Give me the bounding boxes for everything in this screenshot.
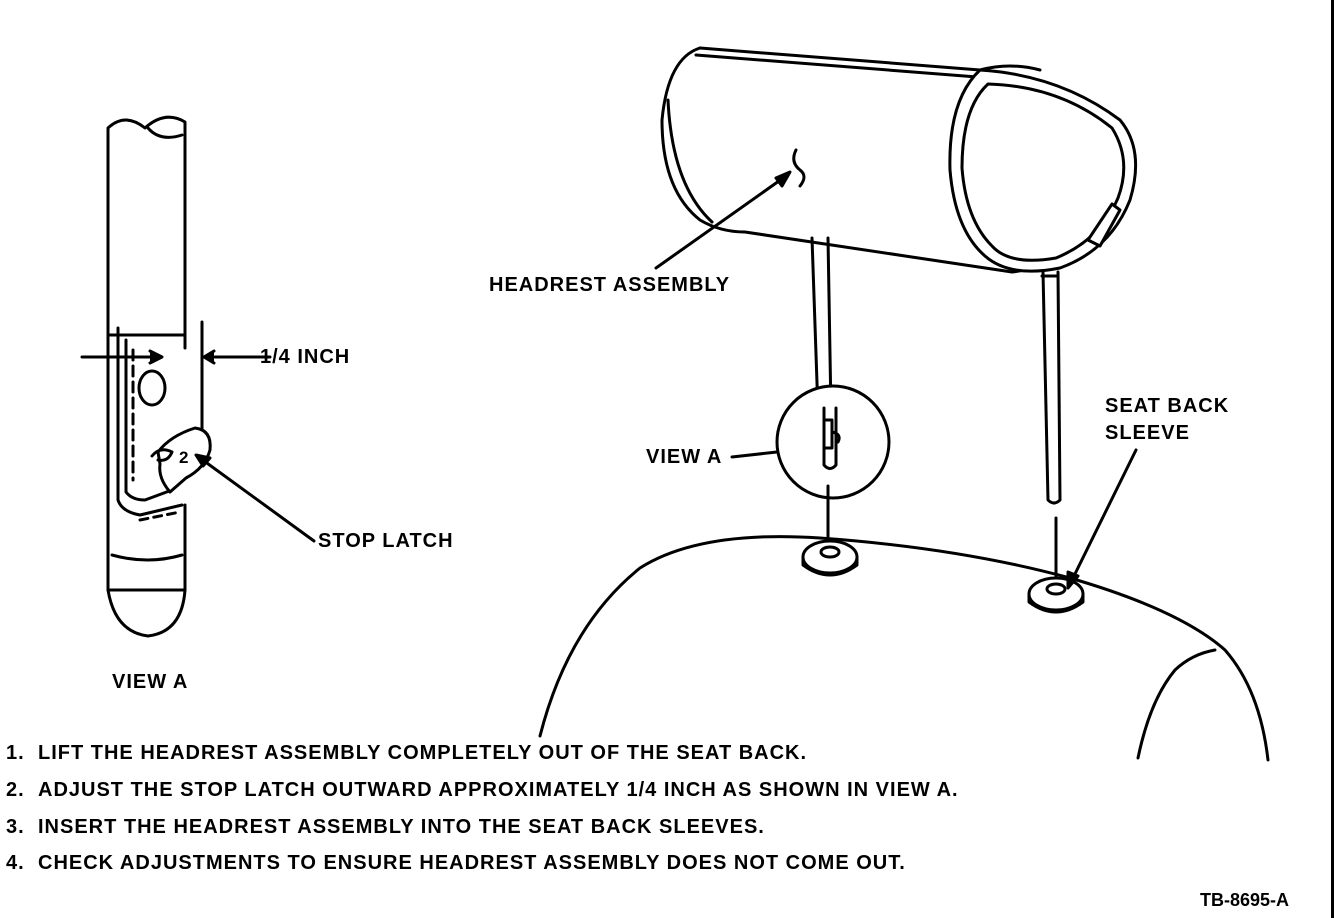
figure-id: TB-8695-A bbox=[1200, 890, 1290, 910]
seat-back-outline bbox=[538, 535, 1270, 762]
right-border-rule bbox=[1331, 0, 1334, 918]
seat-back-sleeve-label-line1: SEAT BACK bbox=[1105, 395, 1230, 417]
seat-back-sleeve-label-line2: SLEEVE bbox=[1105, 422, 1190, 444]
view-a-callout-circle bbox=[730, 384, 891, 500]
latch-mark-label: 2 bbox=[179, 448, 190, 467]
step-number: 3. bbox=[6, 816, 25, 838]
seat-back-sleeve-leader bbox=[1066, 448, 1138, 590]
step-3: 3. INSERT THE HEADREST ASSEMBLY INTO THE … bbox=[6, 815, 765, 839]
step-number: 4. bbox=[6, 852, 25, 874]
step-text: INSERT THE HEADREST ASSEMBLY INTO THE SE… bbox=[38, 816, 765, 838]
step-number: 2. bbox=[6, 779, 25, 801]
step-2: 2. ADJUST THE STOP LATCH OUTWARD APPROXIM… bbox=[6, 778, 959, 802]
right-seat-back-sleeve bbox=[1027, 576, 1085, 614]
headrest-assembly-label: HEADREST ASSEMBLY bbox=[489, 274, 731, 296]
view-a-post-detail bbox=[106, 115, 212, 638]
headrest-assembly-drawing bbox=[660, 46, 1138, 505]
stop-latch-label: STOP LATCH bbox=[318, 530, 454, 552]
step-text: LIFT THE HEADREST ASSEMBLY COMPLETELY OU… bbox=[38, 742, 808, 764]
headrest-assembly-leader bbox=[654, 170, 792, 270]
quarter-inch-dimension bbox=[80, 320, 272, 432]
step-number: 1. bbox=[6, 742, 25, 764]
step-1: 1. LIFT THE HEADREST ASSEMBLY COMPLETELY … bbox=[6, 741, 807, 765]
view-a-callout-label: VIEW A bbox=[646, 446, 723, 468]
step-4: 4. CHECK ADJUSTMENTS TO ENSURE HEADREST A… bbox=[6, 851, 906, 875]
stop-latch-leader bbox=[194, 453, 316, 543]
step-text: CHECK ADJUSTMENTS TO ENSURE HEADREST ASS… bbox=[38, 852, 906, 874]
left-seat-back-sleeve bbox=[801, 539, 859, 577]
step-text: ADJUST THE STOP LATCH OUTWARD APPROXIMAT… bbox=[38, 779, 959, 801]
view-a-caption: VIEW A bbox=[112, 671, 189, 693]
quarter-inch-label: 1/4 INCH bbox=[260, 346, 351, 368]
